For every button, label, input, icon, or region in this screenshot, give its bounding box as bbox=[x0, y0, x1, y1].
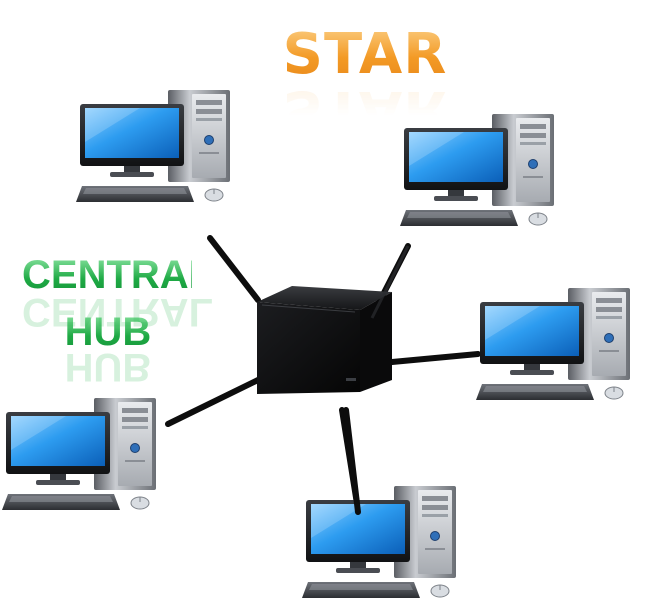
desktop-computer-icon bbox=[301, 485, 457, 599]
diagram-title: STAR bbox=[270, 22, 460, 87]
desktop-computer-icon bbox=[475, 287, 631, 401]
desktop-computer-icon bbox=[1, 397, 157, 511]
central-hub-label-line2: HUB bbox=[58, 312, 158, 352]
central-hub-label-line1: CENTRAL bbox=[22, 253, 214, 297]
desktop-computer-icon bbox=[399, 113, 555, 227]
hub-device-icon bbox=[257, 245, 410, 394]
desktop-computer-icon bbox=[75, 89, 231, 203]
